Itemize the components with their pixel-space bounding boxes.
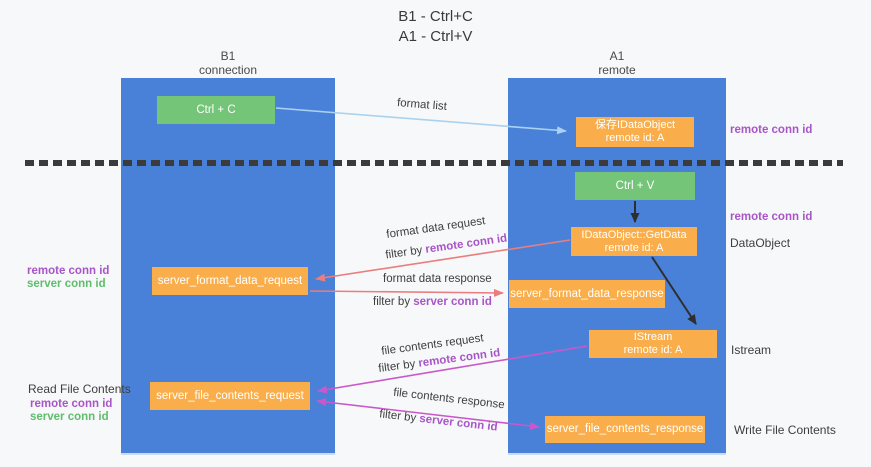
save-dataobject-line1: 保存IDataObject (594, 119, 676, 131)
server-conn-id-text: server conn id (413, 296, 492, 308)
dataobject-label: DataObject (730, 236, 791, 250)
istream-line1: IStream (633, 331, 673, 343)
server-file-contents-request-label: server_file_contents_request (156, 389, 304, 402)
left-server-conn-id-1-label: server conn id (27, 278, 106, 290)
lane-header-b1: B1 connection (121, 49, 335, 77)
lane-header-b1-name: B1 (220, 49, 236, 63)
right-remote-conn-id-mid-label: remote conn id (730, 211, 813, 223)
left-remote-conn-id-1-label: remote conn id (27, 265, 110, 277)
filter-by-text: filter by (373, 296, 414, 308)
left-remote-conn-id-2-label: remote conn id (30, 398, 113, 410)
getdata-line2: remote id: A (604, 241, 664, 254)
ctrl-c-label: Ctrl + C (196, 103, 236, 116)
filter-by-server-2-label: filter by server conn id (373, 296, 492, 308)
lane-header-a1-sub: remote (598, 63, 636, 77)
save-dataobject-box: 保存IDataObject remote id: A (576, 117, 694, 147)
format-list-label: format list (396, 97, 448, 113)
filter-by-server-4-label: filter by server conn id (379, 408, 498, 433)
server-file-contents-response-label: server_file_contents_response (546, 423, 704, 435)
format-data-response-arrow (309, 288, 504, 297)
diagram-title: B1 - Ctrl+C A1 - Ctrl+V (0, 7, 871, 47)
server-file-contents-request-box: server_file_contents_request (150, 382, 310, 410)
istream-box: IStream remote id: A (589, 330, 717, 358)
read-file-contents-label: Read File Contents (28, 382, 131, 396)
ctrl-v-box: Ctrl + V (575, 172, 695, 200)
idataobject-getdata-box: IDataObject::GetData remote id: A (571, 227, 697, 256)
lane-header-a1: A1 remote (508, 49, 726, 77)
lane-header-b1-sub: connection (198, 63, 258, 77)
file-contents-response-label: file contents response (392, 386, 506, 412)
remote-conn-id-text: remote conn id (424, 232, 508, 256)
filter-by-text: filter by (378, 408, 421, 425)
write-file-contents-label: Write File Contents (734, 423, 836, 437)
getdata-line1: IDataObject::GetData (581, 228, 687, 241)
title-line-a1: A1 - Ctrl+V (398, 28, 473, 45)
left-server-conn-id-2-label: server conn id (30, 411, 109, 423)
ctrl-c-box: Ctrl + C (157, 96, 275, 124)
right-remote-conn-id-top-label: remote conn id (730, 124, 813, 136)
save-dataobject-line2: remote id: A (605, 132, 665, 144)
server-format-data-request-label: server_format_data_request (157, 274, 303, 287)
title-line-b1: B1 - Ctrl+C (398, 8, 473, 25)
format-data-response-label: format data response (383, 273, 492, 285)
istream-side-label: Istream (731, 343, 772, 357)
filter-by-text: filter by (384, 243, 427, 262)
filter-by-text: filter by (377, 357, 420, 375)
istream-line2: remote id: A (623, 344, 683, 356)
ctrl-v-label: Ctrl + V (615, 179, 655, 192)
server-file-contents-response-box: server_file_contents_response (545, 416, 705, 443)
server-conn-id-text: server conn id (418, 412, 499, 434)
lane-header-a1-name: A1 (609, 49, 625, 63)
server-format-data-request-box: server_format_data_request (152, 267, 308, 295)
server-format-data-response-box: server_format_data_response (509, 280, 665, 308)
server-format-data-response-label: server_format_data_response (510, 287, 664, 300)
